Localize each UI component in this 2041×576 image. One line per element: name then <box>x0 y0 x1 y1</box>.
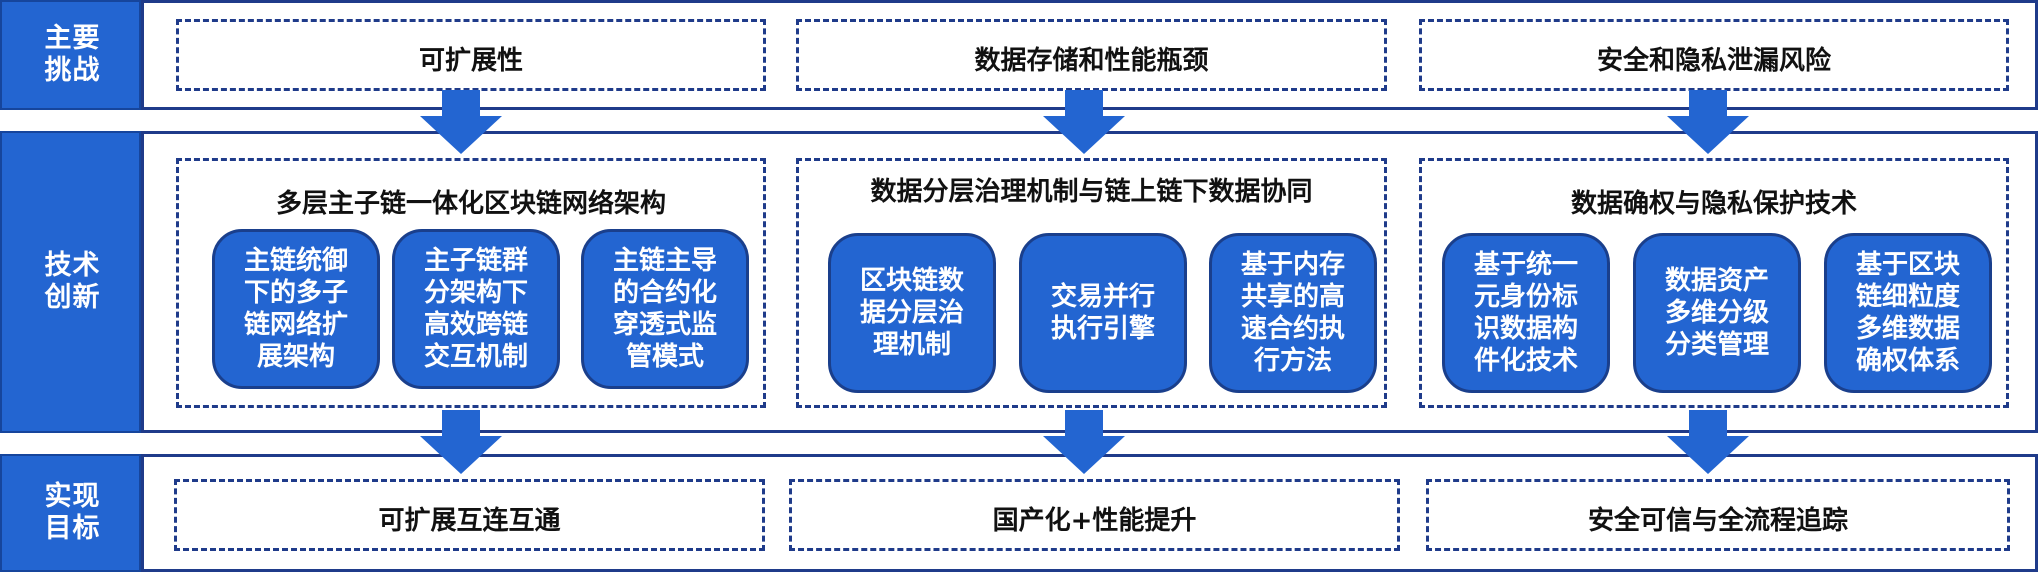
innovation-item-1-2: 主子链群分架构下高效跨链交互机制 <box>392 229 560 389</box>
down-arrow-icon <box>1667 90 1749 154</box>
goal-label-3: 安全可信与全流程追踪 <box>1587 506 1848 536</box>
challenges-side-label: 主要 挑战 <box>0 0 141 110</box>
challenge-box-2: 数据存储和性能瓶颈 <box>796 19 1387 91</box>
innovation-panel: 多层主子链一体化区块链网络架构 主链统御下的多子链网络扩展架构 主子链群分架构下… <box>141 131 2038 433</box>
challenge-label-3: 安全和隐私泄漏风险 <box>1596 46 1831 76</box>
innovation-side-label: 技术 创新 <box>0 131 141 433</box>
innovation-row: 技术 创新 多层主子链一体化区块链网络架构 主链统御下的多子链网络扩展架构 主子… <box>0 131 2041 433</box>
challenge-label-1: 可扩展性 <box>418 46 523 76</box>
innovation-item-2-3: 基于内存共享的高速合约执行方法 <box>1209 233 1377 393</box>
innovation-item-3-2: 数据资产多维分级分类管理 <box>1633 233 1801 393</box>
goals-row: 实现 目标 可扩展互连互通 国产化+性能提升 安全可信与全流程追踪 <box>0 454 2041 572</box>
innovation-label-line-1: 技术 <box>44 250 101 281</box>
down-arrow-icon <box>1043 410 1125 474</box>
challenges-label-line-1: 主要 <box>44 23 101 54</box>
innovation-item-1-1: 主链统御下的多子链网络扩展架构 <box>212 229 380 389</box>
challenge-label-2: 数据存储和性能瓶颈 <box>974 46 1209 76</box>
innovation-group-2: 数据分层治理机制与链上链下数据协同 区块链数据分层治理机制 交易并行执行引擎 基… <box>796 158 1387 408</box>
innovation-item-2-1: 区块链数据分层治理机制 <box>828 233 996 393</box>
innovation-label-line-2: 创新 <box>44 282 101 313</box>
down-arrow-icon <box>420 410 502 474</box>
goals-label-line-2: 目标 <box>44 513 101 544</box>
down-arrow-icon <box>1043 90 1125 154</box>
goals-side-label: 实现 目标 <box>0 454 141 572</box>
goals-label-line-1: 实现 <box>44 481 101 512</box>
innovation-item-3-3: 基于区块链细粒度多维数据确权体系 <box>1824 233 1992 393</box>
innovation-group-3: 数据确权与隐私保护技术 基于统一元身份标识数据构件化技术 数据资产多维分级分类管… <box>1419 158 2009 408</box>
innovation-item-2-2: 交易并行执行引擎 <box>1019 233 1187 393</box>
challenges-label-line-2: 挑战 <box>44 55 101 86</box>
goal-box-2: 国产化+性能提升 <box>789 479 1400 551</box>
goal-label-1: 可扩展互连互通 <box>378 506 561 536</box>
goal-box-3: 安全可信与全流程追踪 <box>1426 479 2010 551</box>
innovation-group-1: 多层主子链一体化区块链网络架构 主链统御下的多子链网络扩展架构 主子链群分架构下… <box>176 158 766 408</box>
innovation-item-1-3: 主链主导的合约化穿透式监管模式 <box>581 229 749 389</box>
challenge-box-1: 可扩展性 <box>176 19 766 91</box>
down-arrow-icon <box>420 90 502 154</box>
innovation-group-2-title: 数据分层治理机制与链上链下数据协同 <box>870 177 1313 207</box>
innovation-item-3-1: 基于统一元身份标识数据构件化技术 <box>1442 233 1610 393</box>
goal-box-1: 可扩展互连互通 <box>174 479 765 551</box>
goal-label-2: 国产化+性能提升 <box>992 506 1197 536</box>
innovation-group-3-title: 数据确权与隐私保护技术 <box>1570 189 1857 219</box>
innovation-group-1-title: 多层主子链一体化区块链网络架构 <box>275 189 666 219</box>
down-arrow-icon <box>1667 410 1749 474</box>
challenge-box-3: 安全和隐私泄漏风险 <box>1419 19 2009 91</box>
